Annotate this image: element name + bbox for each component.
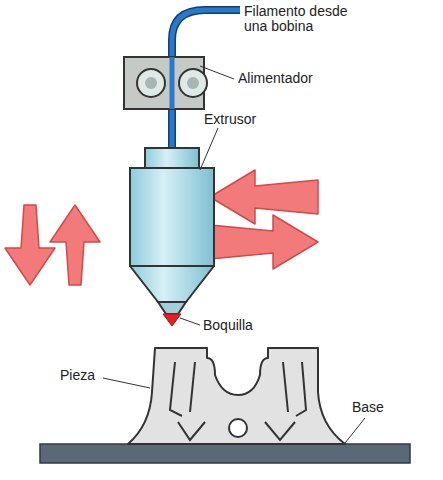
base-plate (40, 444, 410, 463)
part-label: Pieza (60, 368, 95, 383)
nozzle-melt (163, 314, 181, 326)
part-label: Filamento desde una bobina (244, 4, 369, 34)
extruder-cone (130, 266, 214, 302)
part-label: Base (352, 400, 384, 415)
filament-outline (172, 10, 240, 150)
piece-hole (229, 419, 247, 437)
part-label: Boquilla (203, 318, 253, 333)
printed-piece (128, 348, 345, 444)
part-label: Alimentador (238, 71, 313, 86)
extruder-body (130, 168, 214, 266)
feeder-box (124, 57, 204, 109)
piece-inner-walls (170, 362, 306, 440)
part-label: Extrusor (204, 112, 256, 127)
nozzle (158, 302, 186, 314)
extruder-cap (145, 148, 199, 168)
leader-lines (103, 66, 365, 443)
roller-hub (145, 77, 157, 89)
filament (170, 57, 175, 109)
feeder-roller (179, 69, 207, 97)
filament (172, 10, 240, 150)
roller-hub (187, 77, 199, 89)
feeder-roller (137, 69, 165, 97)
